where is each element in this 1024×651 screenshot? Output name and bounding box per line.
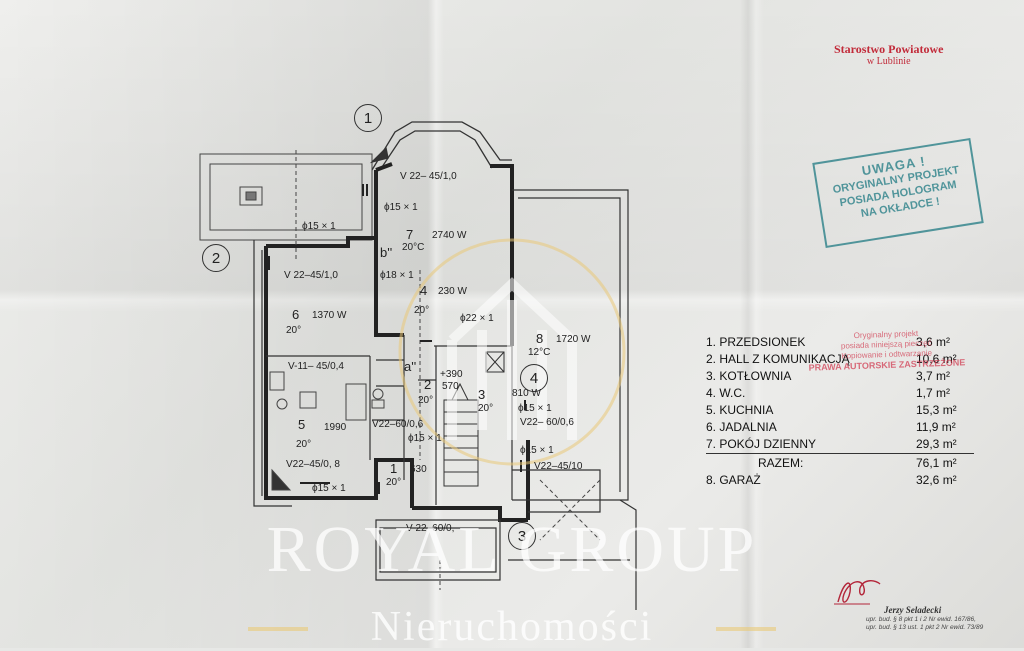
axis-marker-3: 3: [508, 522, 536, 550]
bay-window: [369, 121, 512, 171]
room-number-2: 2: [424, 377, 432, 392]
watermark-logo: [398, 238, 626, 466]
pipe-label: ϕ15 × 1: [384, 202, 418, 213]
room-2-extra: 570: [442, 381, 459, 392]
legend-divider: [706, 453, 974, 454]
ventilation-label: V 22–45/1,0: [284, 270, 338, 281]
ventilation-label: V 22– 45/1,0: [400, 171, 457, 182]
room-3-heat-load: 810 W: [512, 388, 541, 399]
room-5-temperature: 20°: [296, 439, 312, 450]
watermark-brand: ROYAL GROUP: [266, 513, 758, 586]
room-8-heat-load: 1720 W: [556, 334, 591, 345]
pipe-label: ϕ15 × 1: [302, 221, 336, 232]
watermark-subtitle: Nieruchomości: [370, 604, 654, 650]
watermark-bar-left: [248, 627, 308, 631]
legend-row: 4. W.C.1,7 m²: [706, 386, 951, 400]
pipe-label: ϕ15 × 1: [520, 445, 554, 456]
room-4-heat-load: 230 W: [438, 286, 467, 297]
office-stamp-subtitle: w Lublinie: [866, 56, 911, 68]
room-8-temperature: 12°C: [528, 347, 551, 358]
room-7-temperature: 20°C: [402, 242, 425, 253]
room-1-heat-load: 630: [410, 464, 427, 475]
room-1-temperature: 20°: [386, 477, 402, 488]
pipe-label: ϕ22 × 1: [460, 313, 494, 324]
room-number-4: 4: [420, 283, 428, 298]
axis-marker-4: 4: [520, 364, 548, 392]
copyright-stamp: Oryginalny projekt posiada niniejszą pie…: [808, 328, 966, 373]
room-2-heat-load: +390: [440, 369, 463, 380]
wall-living: [374, 170, 404, 337]
room-number-1: 1: [390, 461, 398, 476]
room-number-6: 6: [292, 307, 300, 322]
ventilation-label: V22–60/0,6: [372, 419, 424, 430]
kitchen-furniture: [269, 371, 385, 491]
handwritten-signature: [834, 580, 881, 605]
legend-total-row: RAZEM:76,1 m²: [758, 456, 957, 470]
pipe-label: ϕ15 × 1: [312, 483, 346, 494]
pipe-label: ϕ18 × 1: [380, 270, 414, 281]
room-6-heat-load: 1370 W: [312, 310, 347, 321]
room-2-temperature: 20°: [418, 395, 434, 406]
staircase: [443, 351, 505, 487]
ventilation-label: V 22–60/0,: [406, 523, 455, 534]
room-number-7: 7: [406, 227, 414, 242]
pipe-label: ϕ15 × 1: [518, 403, 552, 414]
watermark-bar-right: [716, 627, 776, 631]
ventilation-label: V22–45/10: [534, 461, 583, 472]
wall-left: [264, 246, 298, 500]
ventilation-label: V22– 60/0,6: [520, 417, 574, 428]
pipe-label: ϕ15 × 1: [408, 433, 442, 444]
room-number-5: 5: [298, 417, 306, 432]
garage-outline: [512, 189, 629, 501]
signer-license: upr. bud. § 8 pkt 1 i 2 Nr ewid. 167/86,…: [866, 616, 984, 632]
room-number-3: 3: [478, 387, 486, 402]
axis-marker-2: 2: [202, 244, 230, 272]
room-3-temperature: 20°: [478, 403, 494, 414]
room-4-temperature: 20°: [414, 305, 430, 316]
room-number-8: 8: [536, 331, 544, 346]
ventilation-label: V22–45/0, 8: [286, 459, 340, 470]
room-7-heat-load: 2740 W: [432, 230, 467, 241]
room-6-temperature: 20°: [286, 325, 302, 336]
office-stamp: Starostwo Powiatowe w Lublinie: [834, 42, 943, 68]
section-mark-b: b'': [380, 245, 393, 260]
terrace-outline: [199, 153, 373, 241]
axis-marker-1: 1: [354, 104, 382, 132]
section-mark-a: a'': [404, 359, 417, 374]
room-5-heat-load: 1990: [324, 422, 347, 433]
signer-name: Jerzy Seladecki: [884, 605, 942, 615]
ventilation-label: V-11– 45/0,4: [288, 361, 344, 372]
office-stamp-title: Starostwo Powiatowe: [834, 42, 944, 56]
